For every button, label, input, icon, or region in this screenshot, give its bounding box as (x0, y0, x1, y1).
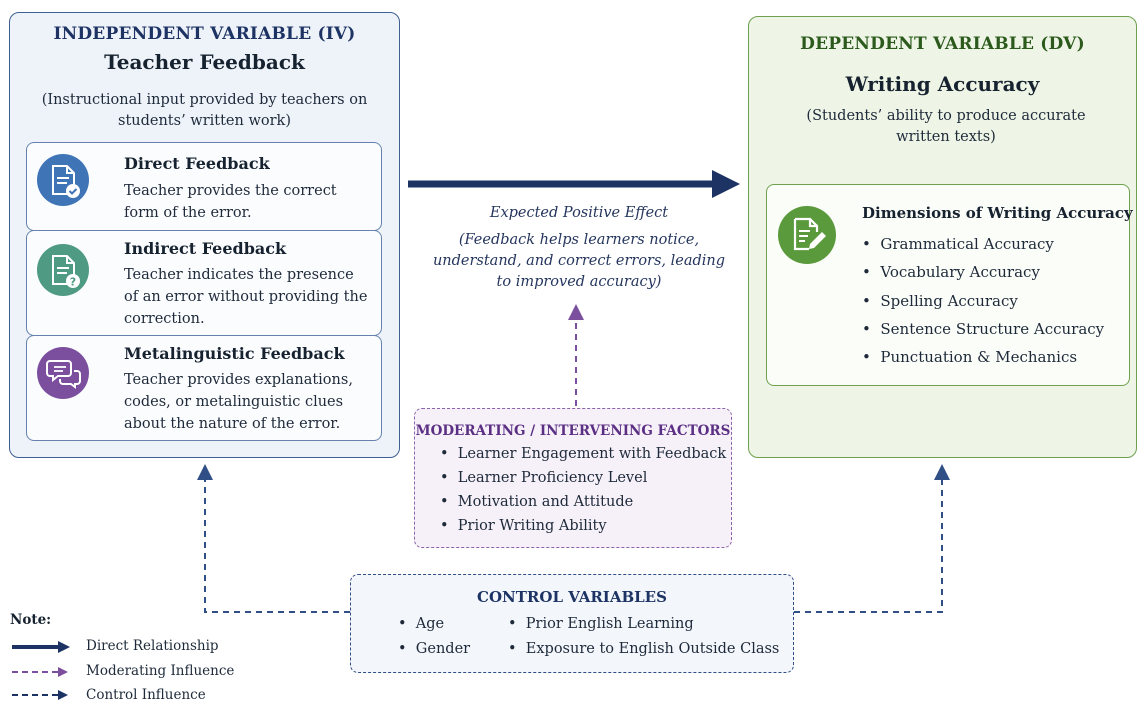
moderating-factor-item: Motivation and Attitude (440, 494, 633, 510)
direct-relationship-arrow (408, 170, 740, 198)
document-check-icon (37, 154, 89, 206)
expected-effect-description: (Feedback helps learners notice, underst… (432, 232, 726, 290)
dimension-item: Sentence Structure Accuracy (862, 320, 1104, 338)
dimension-item: Vocabulary Accuracy (862, 263, 1040, 281)
dimension-item: Grammatical Accuracy (862, 235, 1054, 253)
control-variable-item: Gender (398, 641, 470, 657)
direct-feedback-title: Direct Feedback (124, 154, 270, 173)
legend-title: Note: (10, 612, 52, 628)
document-question-icon: ? (37, 244, 89, 296)
legend-label-control: Control Influence (86, 687, 206, 703)
indirect-feedback-title: Indirect Feedback (124, 239, 287, 258)
dimensions-title: Dimensions of Writing Accuracy (862, 204, 1133, 222)
legend-moderating-line (12, 667, 68, 677)
metalinguistic-feedback-description: Teacher provides explanations, codes, or… (124, 372, 353, 432)
dimension-item: Spelling Accuracy (862, 292, 1017, 310)
legend-label-direct: Direct Relationship (86, 638, 219, 654)
control-to-dv-arrow (794, 464, 950, 613)
iv-description: (Instructional input provided by teacher… (41, 92, 368, 129)
legend-control-line (12, 690, 68, 700)
metalinguistic-feedback-title: Metalinguistic Feedback (124, 344, 345, 363)
moderating-factor-item: Learner Proficiency Level (440, 470, 648, 486)
legend-label-moderating: Moderating Influence (86, 663, 235, 679)
control-variable-item: Age (398, 616, 444, 632)
control-variables-heading: CONTROL VARIABLES (477, 588, 667, 606)
svg-text:?: ? (70, 276, 76, 289)
moderating-factor-item: Prior Writing Ability (440, 518, 607, 534)
metalinguistic-feedback-card (26, 335, 382, 441)
iv-title: Teacher Feedback (104, 50, 305, 74)
direct-feedback-description: Teacher provides the correct form of the… (124, 183, 337, 221)
indirect-feedback-description: Teacher indicates the presence of an err… (124, 267, 368, 327)
speech-bubbles-icon (37, 347, 89, 399)
expected-effect-title: Expected Positive Effect (489, 205, 669, 221)
document-pencil-icon (778, 206, 836, 264)
moderating-factor-item: Learner Engagement with Feedback (440, 446, 726, 462)
control-variable-item: Prior English Learning (508, 616, 694, 632)
dimension-item: Punctuation & Mechanics (862, 348, 1077, 366)
control-variable-item: Exposure to English Outside Class (508, 641, 780, 657)
legend-solid-line (12, 641, 70, 653)
dv-heading: DEPENDENT VARIABLE (DV) (800, 34, 1085, 54)
moderating-factors-heading: MODERATING / INTERVENING FACTORS (415, 423, 731, 439)
dv-title: Writing Accuracy (845, 72, 1040, 96)
iv-heading: INDEPENDENT VARIABLE (IV) (53, 24, 356, 44)
dv-description: (Students’ ability to produce accurate w… (806, 108, 1086, 145)
control-to-iv-arrow (197, 464, 350, 613)
